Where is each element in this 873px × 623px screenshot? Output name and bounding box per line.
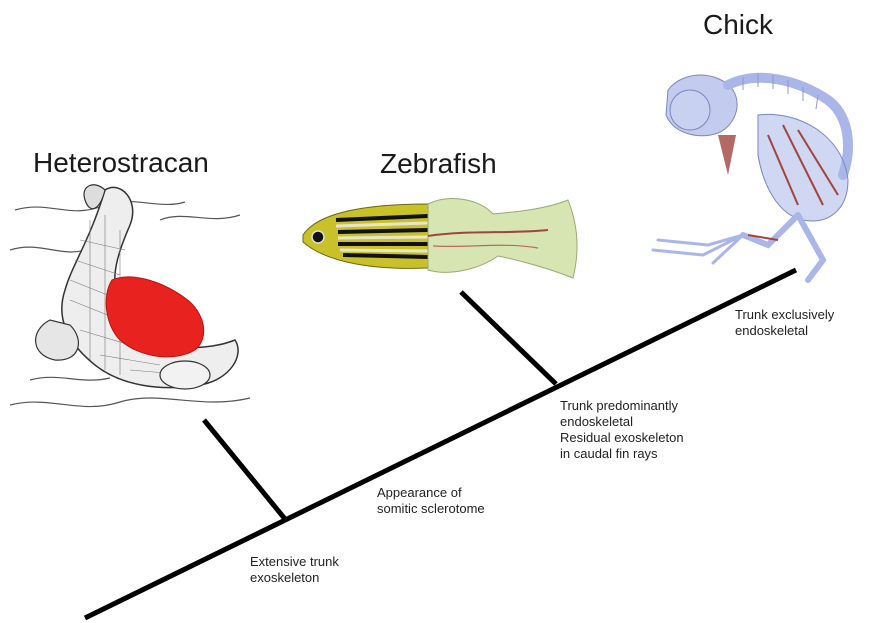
- heterostracan-illustration: [10, 180, 260, 425]
- chick-eye-orbit: [670, 90, 710, 130]
- annotation-somitic-sclerotome: Appearance of somitic sclerotome: [377, 485, 485, 517]
- zebrafish-branch: [461, 292, 556, 384]
- heterostracan-branch: [204, 420, 285, 519]
- annotation-trunk-exclusively-endoskeletal: Trunk exclusively endoskeletal: [735, 307, 834, 339]
- zebrafish-eye: [312, 231, 324, 243]
- taxon-label-heterostracan: Heterostracan: [33, 147, 209, 179]
- chick-ribcage: [758, 114, 848, 221]
- zebrafish-illustration: [298, 190, 598, 285]
- chick-illustration: [648, 55, 863, 290]
- chick-foot: [653, 235, 743, 263]
- taxon-label-zebrafish: Zebrafish: [380, 148, 497, 180]
- annotation-trunk-predominantly-endoskeletal: Trunk predominantly endoskeletal Residua…: [560, 398, 684, 462]
- chick-leg: [743, 215, 823, 280]
- zebrafish-fin-transparent: [428, 199, 577, 278]
- annotation-extensive-trunk-exoskeleton: Extensive trunk exoskeleton: [250, 554, 339, 586]
- taxon-label-chick: Chick: [703, 9, 773, 41]
